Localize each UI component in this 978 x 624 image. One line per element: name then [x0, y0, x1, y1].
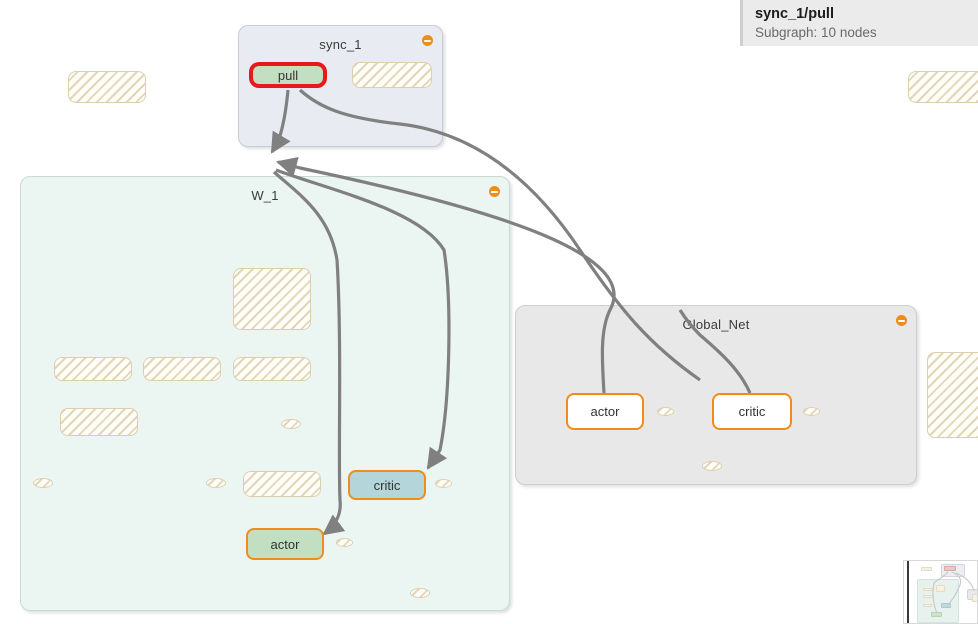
placeholder-node-small: [336, 538, 353, 547]
placeholder-node: [927, 352, 978, 438]
cluster-title-Global_Net: Global_Net: [682, 317, 750, 332]
minus-circle-icon-Global_Net[interactable]: [896, 315, 907, 326]
node-label: actor: [270, 536, 300, 552]
minimap-placeholder: [923, 604, 932, 607]
placeholder-node: [54, 357, 132, 381]
placeholder-node: [352, 62, 432, 88]
placeholder-node: [60, 408, 138, 436]
node-label: critic: [738, 404, 766, 419]
node-w1-critic[interactable]: critic: [348, 470, 426, 500]
placeholder-node-small: [803, 407, 820, 416]
minimap-edges: [932, 571, 975, 614]
cluster-title-sync_1: sync_1: [319, 37, 362, 52]
node-sync1-pull[interactable]: pull: [249, 62, 327, 88]
placeholder-node: [68, 71, 146, 103]
placeholder-node: [243, 471, 321, 497]
node-label: critic: [373, 477, 401, 493]
minimap-node-critic: [941, 603, 951, 608]
node-label: pull: [277, 67, 299, 83]
placeholder-node-small: [33, 478, 53, 488]
info-panel-title: sync_1/pull: [755, 6, 834, 22]
minus-circle-icon-sync_1[interactable]: [422, 35, 433, 46]
placeholder-node-small: [702, 461, 722, 471]
info-panel-subtitle: Subgraph: 10 nodes: [755, 25, 877, 40]
placeholder-node: [233, 357, 311, 381]
placeholder-node-small: [657, 407, 674, 416]
node-global-actor[interactable]: actor: [566, 393, 644, 430]
placeholder-node-small: [410, 588, 430, 598]
minimap-placeholder: [936, 585, 945, 592]
cluster-title-W_1: W_1: [251, 188, 279, 203]
node-label: actor: [590, 404, 620, 419]
node-w1-actor[interactable]: actor: [246, 528, 324, 560]
placeholder-node-small: [435, 479, 452, 488]
placeholder-node: [143, 357, 221, 381]
node-global-critic[interactable]: critic: [712, 393, 792, 430]
minimap-node-pull: [944, 566, 956, 571]
info-panel: sync_1/pull Subgraph: 10 nodes: [740, 0, 978, 46]
placeholder-node: [233, 268, 311, 330]
minimap-placeholder: [972, 594, 977, 602]
placeholder-node-small: [281, 419, 301, 429]
minus-circle-icon-W_1[interactable]: [489, 186, 500, 197]
placeholder-node: [908, 71, 978, 103]
minimap-placeholder: [921, 567, 932, 571]
placeholder-node-small: [206, 478, 226, 488]
minimap-viewport[interactable]: [907, 561, 909, 623]
minimap[interactable]: [903, 560, 978, 624]
